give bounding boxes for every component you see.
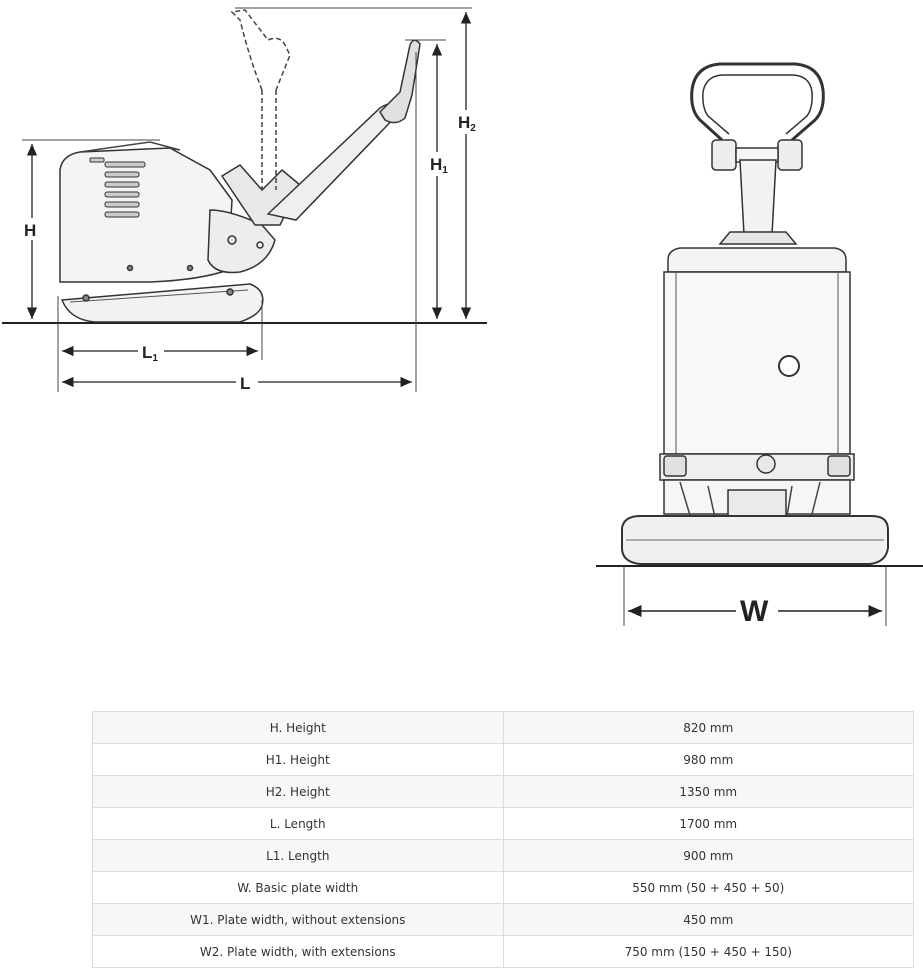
spec-value: 980 mm bbox=[502, 743, 914, 776]
spec-parameter: H1. Height bbox=[92, 743, 504, 776]
spec-value: 750 mm (150 + 450 + 150) bbox=[502, 935, 914, 968]
spec-parameter: L. Length bbox=[92, 807, 504, 840]
label-l1: L1 bbox=[142, 343, 158, 364]
front-engine-top bbox=[667, 247, 847, 273]
label-h1: H1 bbox=[430, 155, 448, 176]
front-view bbox=[596, 62, 923, 626]
spec-value: 820 mm bbox=[502, 711, 914, 744]
spec-parameter: H. Height bbox=[92, 711, 504, 744]
side-handle-raised bbox=[230, 9, 291, 190]
front-handle-shaft bbox=[739, 159, 777, 236]
spec-parameter: H2. Height bbox=[92, 775, 504, 808]
side-engine-body bbox=[59, 147, 233, 283]
side-view bbox=[2, 7, 487, 392]
spec-value: 1700 mm bbox=[502, 807, 914, 840]
side-handle-working bbox=[266, 102, 403, 221]
label-l: L bbox=[240, 374, 250, 393]
front-fuel-cap bbox=[778, 355, 800, 377]
front-engine-body bbox=[663, 271, 851, 455]
front-handle-loop bbox=[690, 62, 825, 142]
spec-parameter: W. Basic plate width bbox=[92, 871, 504, 904]
front-handle-knob-left bbox=[711, 139, 737, 171]
spec-parameter: L1. Length bbox=[92, 839, 504, 872]
spec-value: 1350 mm bbox=[502, 775, 914, 808]
label-h: H bbox=[24, 221, 36, 240]
label-h2: H2 bbox=[458, 113, 476, 134]
spec-parameter: W1. Plate width, without extensions bbox=[92, 903, 504, 936]
spec-parameter: W2. Plate width, with extensions bbox=[92, 935, 504, 968]
side-cooling-slots bbox=[89, 157, 146, 218]
spec-value: 450 mm bbox=[502, 903, 914, 936]
label-w: W bbox=[740, 595, 769, 628]
spec-value: 550 mm (50 + 450 + 50) bbox=[502, 871, 914, 904]
side-handle-grip bbox=[379, 39, 421, 124]
side-base-plate bbox=[60, 283, 264, 323]
spec-value: 900 mm bbox=[502, 839, 914, 872]
compactor-drawings: H H1 H2 L1 L bbox=[2, 7, 923, 628]
front-handle-knob-right bbox=[777, 139, 803, 171]
